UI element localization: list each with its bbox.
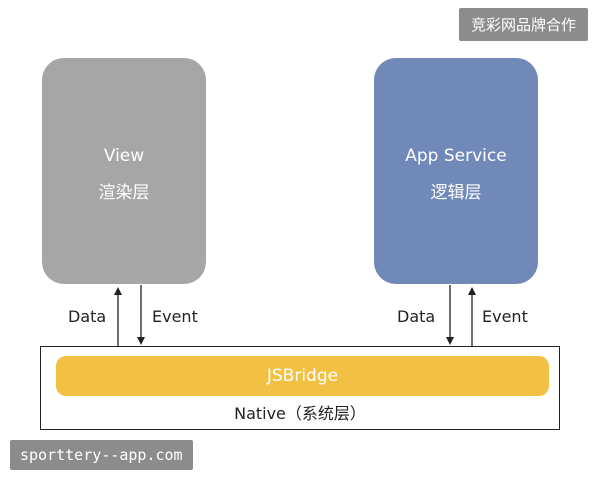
right-event-label: Event [482,307,528,326]
watermark-bottom: sporttery--app.com [10,440,193,470]
watermark-top: 竞彩网品牌合作 [458,8,588,41]
app-service-layer-box: App Service 逻辑层 [374,58,538,284]
left-data-label: Data [68,307,107,326]
app-service-layer-title: App Service [405,146,507,166]
right-data-label: Data [397,307,436,326]
left-event-label: Event [152,307,198,326]
jsbridge-bar: JSBridge [56,356,549,396]
view-layer-title: View [103,146,145,166]
app-service-layer-subtitle: 逻辑层 [430,183,482,203]
view-layer-subtitle: 渲染层 [98,183,150,203]
view-layer-box: View 渲染层 [42,58,206,284]
native-layer-label: Native（系统层） [234,404,366,423]
